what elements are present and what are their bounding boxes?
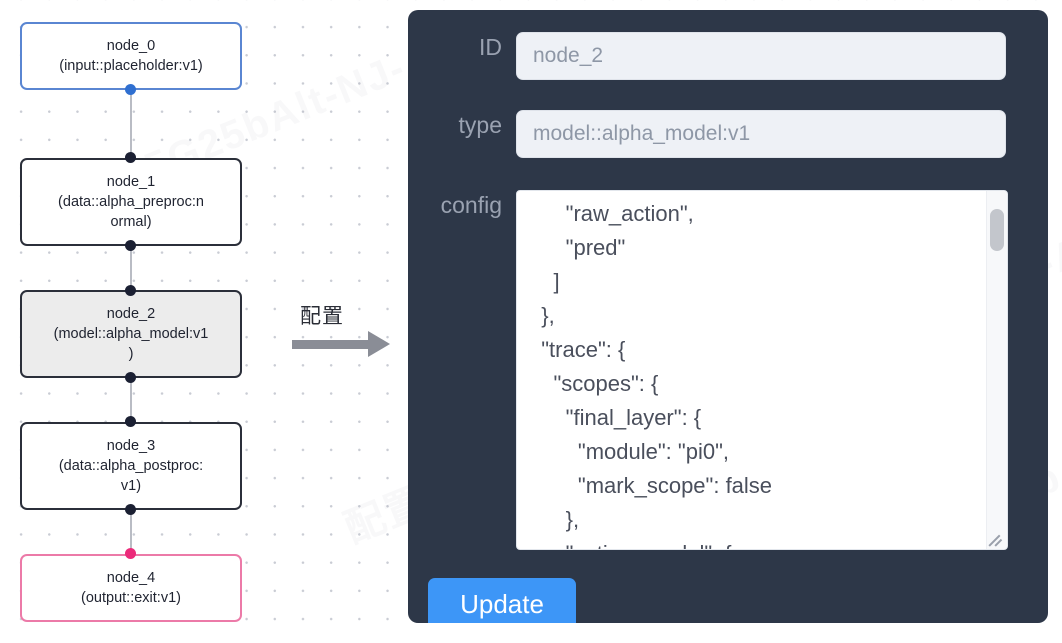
port-node4-in[interactable]: [125, 548, 136, 559]
node-type-label: (data::alpha_postproc:: [58, 458, 204, 474]
graph-node-node_3[interactable]: node_3 (data::alpha_postproc: v1): [20, 422, 242, 510]
edge-node2-node3: [130, 374, 132, 422]
port-node3-in[interactable]: [125, 416, 136, 427]
node-type-label: (data::alpha_preproc:n: [58, 194, 204, 210]
port-node0-out[interactable]: [125, 84, 136, 95]
arrow-shaft: [292, 340, 370, 349]
field-row-id: ID: [408, 32, 1006, 80]
node-id-label: node_1: [106, 174, 156, 190]
edge-node3-node4: [130, 508, 132, 552]
port-node2-in[interactable]: [125, 285, 136, 296]
graph-node-node_2[interactable]: node_2 (model::alpha_model:v1 ): [20, 290, 242, 378]
id-input[interactable]: [516, 32, 1006, 80]
field-row-config: config "raw_action", "pred" ] }, "trace"…: [408, 190, 1008, 550]
port-node1-in[interactable]: [125, 152, 136, 163]
graph-node-node_4[interactable]: node_4 (output::exit:v1): [20, 554, 242, 622]
node-type-label: (input::placeholder:v1): [59, 58, 203, 74]
node-type-label: (model::alpha_model:v1: [53, 326, 209, 342]
resize-handle-icon[interactable]: [988, 531, 1005, 547]
type-field-label: type: [458, 112, 502, 138]
config-field-label: config: [440, 192, 502, 218]
config-textarea[interactable]: "raw_action", "pred" ] }, "trace": { "sc…: [541, 201, 773, 549]
update-button[interactable]: Update: [428, 578, 576, 623]
node-id-label: node_3: [106, 438, 156, 454]
config-scrollbar-thumb[interactable]: [990, 209, 1004, 251]
id-field-label: ID: [479, 34, 502, 60]
port-node1-out[interactable]: [125, 240, 136, 251]
type-input[interactable]: [516, 110, 1006, 158]
node-type-label-cont: v1): [120, 478, 142, 494]
node-inspector-panel: ID type config "raw_action", "pred" ] },…: [408, 10, 1048, 623]
node-type-label-cont: ): [128, 346, 134, 362]
node-id-label: node_0: [106, 38, 156, 54]
configure-annotation: 配置: [292, 300, 402, 360]
config-textarea-wrap: "raw_action", "pred" ] }, "trace": { "sc…: [516, 190, 1008, 550]
edge-node0-node1: [130, 90, 132, 162]
graph-node-node_0[interactable]: node_0 (input::placeholder:v1): [20, 22, 242, 90]
configure-label: 配置: [300, 304, 344, 328]
node-id-label: node_4: [106, 570, 156, 586]
port-node2-out[interactable]: [125, 372, 136, 383]
arrow-head-icon: [368, 331, 390, 357]
port-node3-out[interactable]: [125, 504, 136, 515]
edge-node1-node2: [130, 245, 132, 295]
canvas-bottom-strip: [0, 634, 1062, 643]
graph-node-node_1[interactable]: node_1 (data::alpha_preproc:n ormal): [20, 158, 242, 246]
node-id-label: node_2: [106, 306, 156, 322]
node-type-label-cont: ormal): [110, 214, 152, 230]
config-scrollbar[interactable]: [986, 191, 1007, 549]
field-row-type: type: [408, 110, 1006, 158]
node-type-label: (output::exit:v1): [81, 590, 181, 606]
